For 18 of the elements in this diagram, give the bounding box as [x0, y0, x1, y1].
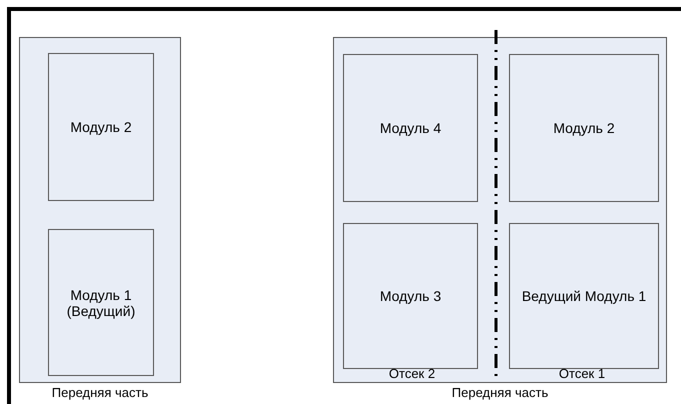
- module-box: [343, 54, 478, 202]
- cabinet-panel: [333, 37, 667, 383]
- module-box: [48, 53, 154, 201]
- module-label: Ведущий Модуль 1: [522, 288, 646, 304]
- module-box: [343, 223, 478, 369]
- module-label: Модуль 3: [380, 288, 442, 304]
- bay-label: Отсек 1: [558, 366, 606, 381]
- module-label: Модуль 4: [380, 120, 442, 136]
- module-label: Модуль 2: [70, 119, 132, 135]
- module-box: [509, 223, 659, 369]
- module-box: [48, 229, 154, 376]
- bay-label: Отсек 2: [388, 366, 436, 381]
- module-label: Модуль 1 (Ведущий): [66, 286, 136, 318]
- front-side-label: Передняя часть: [450, 385, 550, 400]
- front-side-label: Передняя часть: [50, 385, 150, 400]
- cabinet-panel: [19, 37, 181, 383]
- module-label: Модуль 2: [553, 120, 615, 136]
- module-box: [509, 54, 659, 202]
